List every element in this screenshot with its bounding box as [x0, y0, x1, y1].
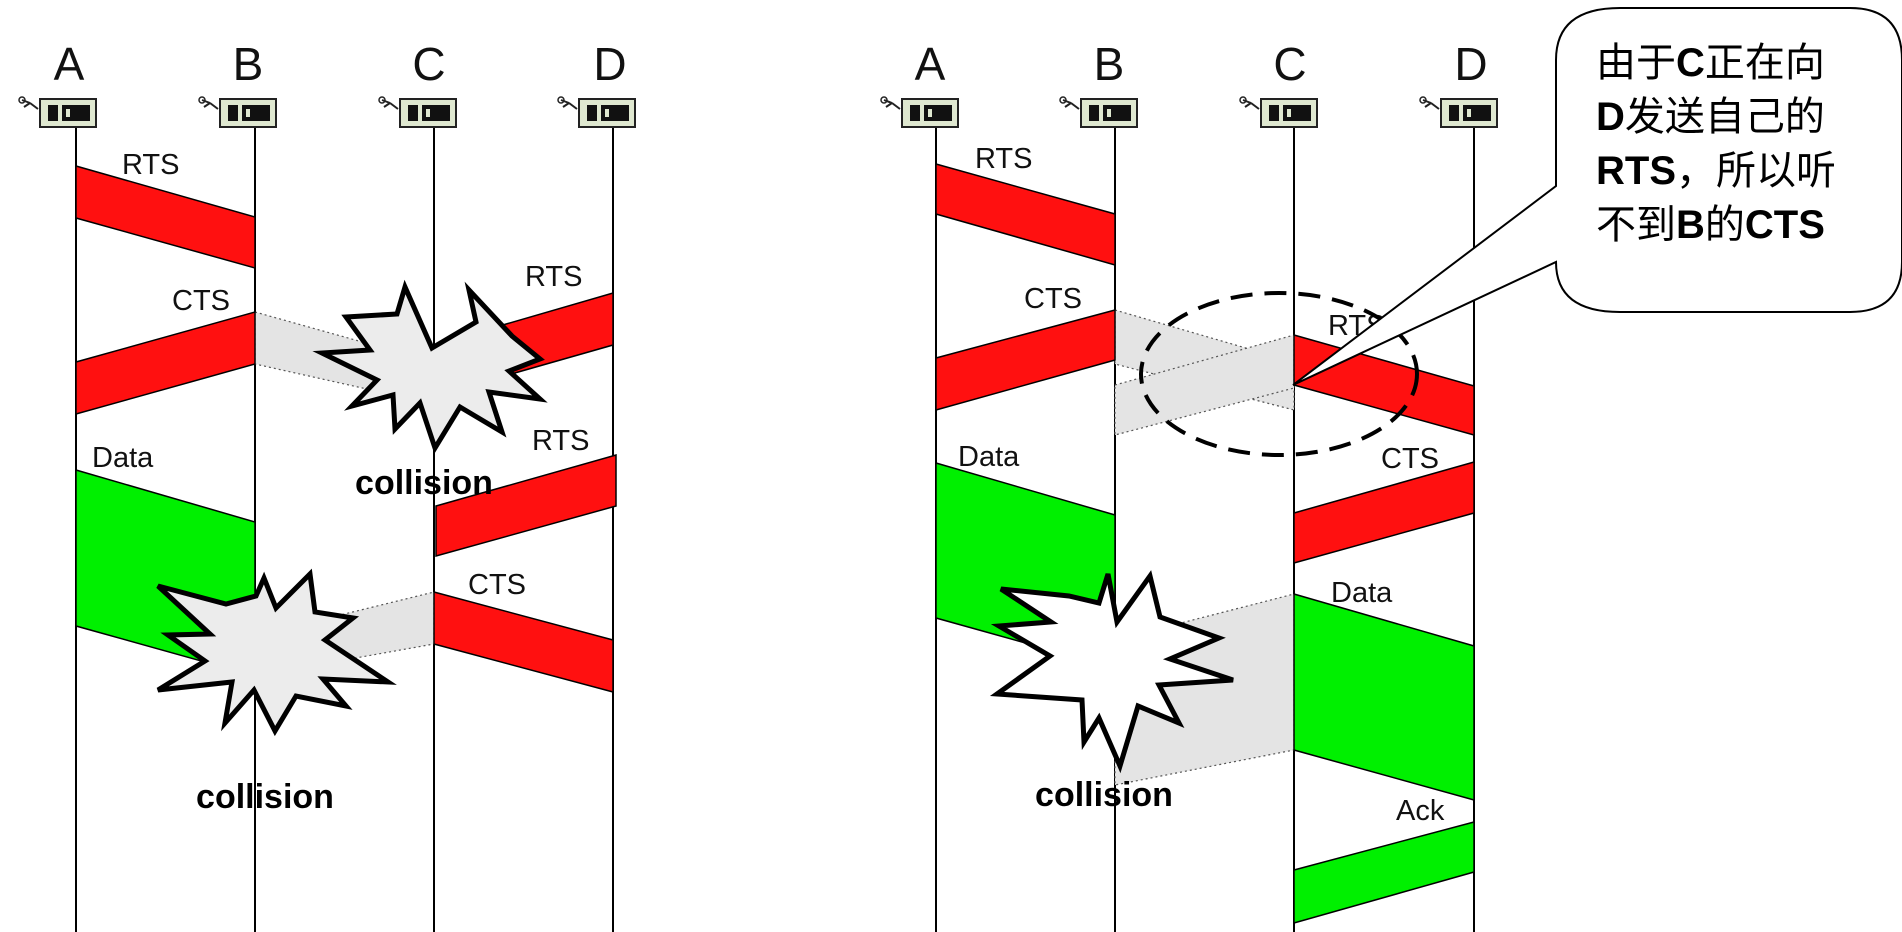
- left-collision-star-bottom: [156, 568, 397, 737]
- right-rts-shadow: [1114, 334, 1295, 436]
- right-panel: A B C D RTS CTS RTS CTS Data Data: [880, 7, 1902, 932]
- left-node-c-label: C: [412, 38, 445, 90]
- left-panel: A B C D RTS CTS RTS Data RTS C: [18, 38, 636, 932]
- right-rts-c-band: [1293, 334, 1475, 436]
- left-node-b-label: B: [233, 38, 264, 90]
- right-collision-star: [989, 570, 1234, 774]
- right-node-d-label: D: [1454, 38, 1487, 90]
- left-station-a-icon: [18, 96, 97, 128]
- left-station-c-icon: [378, 96, 457, 128]
- left-cts-d-band: [433, 591, 614, 693]
- callout-line-4: 不到B的CTS: [1596, 203, 1825, 247]
- left-cts-b-band: [75, 311, 256, 415]
- right-data-a-label: Data: [958, 441, 1020, 473]
- left-station-d-icon: [557, 96, 636, 128]
- right-station-b-icon: [1059, 96, 1138, 128]
- callout-line-2: D发送自己的: [1596, 95, 1825, 139]
- left-node-d-label: D: [593, 38, 626, 90]
- left-rts-c-label: RTS: [525, 261, 582, 293]
- right-cts-b-band: [935, 309, 1116, 411]
- right-cts-b-label: CTS: [1024, 283, 1082, 315]
- right-data-c-label: Data: [1331, 577, 1393, 609]
- left-node-a-label: A: [54, 38, 85, 90]
- right-node-c-label: C: [1273, 38, 1306, 90]
- left-rts-d-band: [435, 454, 617, 557]
- right-station-c-icon: [1239, 96, 1318, 128]
- right-rts-a-label: RTS: [975, 143, 1032, 175]
- right-station-d-icon: [1419, 96, 1498, 128]
- callout-line-3: RTS，所以听: [1596, 149, 1836, 193]
- left-collision-star-top: [312, 279, 548, 454]
- right-station-a-icon: [880, 96, 959, 128]
- right-rts-a-band: [935, 163, 1116, 266]
- right-ack-d-label: Ack: [1396, 795, 1445, 827]
- left-collision-top-label: collision: [355, 464, 493, 502]
- right-data-c-band: [1293, 593, 1475, 801]
- callout-bubble: [1292, 7, 1902, 386]
- right-ack-d-band: [1293, 821, 1475, 924]
- right-node-b-label: B: [1094, 38, 1125, 90]
- left-cts-b-label: CTS: [172, 285, 230, 317]
- right-cts-d-label: CTS: [1381, 443, 1439, 475]
- right-highlight-ellipse: [1139, 291, 1419, 457]
- left-station-b-icon: [198, 96, 277, 128]
- right-cts-d-band: [1293, 461, 1475, 564]
- left-data-a-label: Data: [92, 442, 154, 474]
- left-collision-bottom-label: collision: [196, 778, 334, 816]
- left-rts-a-band: [75, 165, 256, 269]
- right-node-a-label: A: [915, 38, 946, 90]
- left-cts-d-label: CTS: [468, 569, 526, 601]
- left-rts-d-label: RTS: [532, 425, 589, 457]
- left-rts-a-label: RTS: [122, 149, 179, 181]
- callout-line-1: 由于C正在向: [1596, 41, 1825, 85]
- right-collision-label: collision: [1035, 776, 1173, 814]
